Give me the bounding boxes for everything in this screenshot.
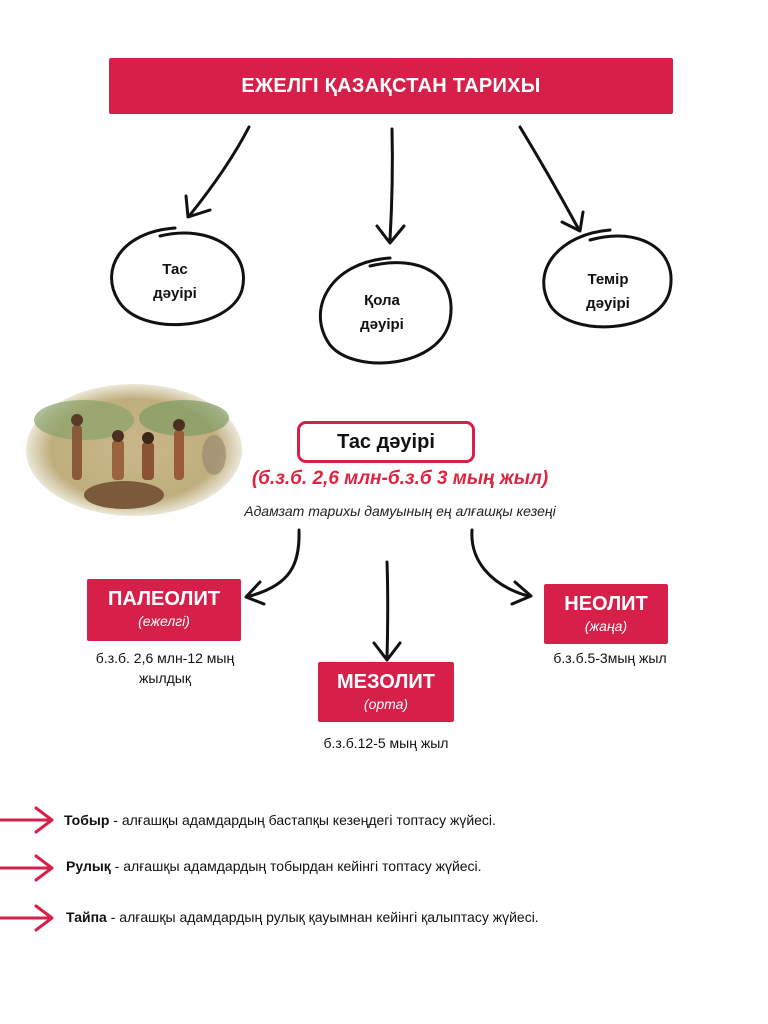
- ellipse-stone-age: [110, 226, 245, 327]
- period-neolit: НЕОЛИТ (жаңа): [544, 584, 668, 644]
- stone-age-subtitle: Адамзат тарихы дамуының ең алғашқы кезең…: [244, 503, 556, 519]
- arrow-right-icon: [0, 904, 54, 932]
- arrowhead-mezolit: [372, 641, 402, 662]
- term-row-rulyk: Рулық - алғашқы адамдардың тобырдан кейі…: [60, 851, 482, 881]
- term-row-taipa: Тайпа - алғашқы адамдардың рулық қауымна…: [60, 902, 539, 932]
- period-sub: (ежелгі): [138, 613, 190, 629]
- period-paleolit: ПАЛЕОЛИТ (ежелгі): [87, 579, 241, 641]
- arrowhead-paleolit: [244, 580, 266, 606]
- stone-age-illustration: [26, 384, 242, 516]
- term-text: Рулық - алғашқы адамдардың тобырдан кейі…: [66, 858, 482, 874]
- period-mezolit: МЕЗОЛИТ (орта): [318, 662, 454, 722]
- term-text: Тайпа - алғашқы адамдардың рулық қауымна…: [66, 909, 539, 925]
- period-name: МЕЗОЛИТ: [337, 671, 435, 693]
- stone-age-range: (б.з.б. 2,6 млн-б.з.б 3 мың жыл): [251, 468, 549, 489]
- term-name: Тайпа: [66, 909, 107, 925]
- arrow-to-paleolit: [248, 528, 301, 598]
- term-row-tobyr: Тобыр - алғашқы адамдардың бастапқы кезе…: [58, 805, 496, 835]
- term-desc: - алғашқы адамдардың тобырдан кейінгі то…: [110, 858, 482, 874]
- term-desc: - алғашқы адамдардың бастапқы кезеңдегі …: [109, 812, 496, 828]
- term-text: Тобыр - алғашқы адамдардың бастапқы кезе…: [64, 812, 496, 828]
- arrowhead-stone: [184, 194, 212, 219]
- ellipse-iron-age: [542, 228, 673, 329]
- arrow-to-bronze-age: [388, 127, 394, 242]
- period-date-neolit: б.з.б.5-3мың жыл: [553, 650, 667, 666]
- arrow-right-icon: [0, 854, 54, 882]
- period-date-mezolit: б.з.б.12-5 мың жыл: [323, 735, 449, 751]
- arrow-to-stone-age: [188, 125, 251, 217]
- arrow-right-icon: [0, 806, 54, 834]
- term-name: Тобыр: [64, 812, 110, 828]
- arrowhead-iron: [560, 210, 585, 233]
- stone-age-title-box: Тас дәуірі: [297, 421, 475, 463]
- page-title: ЕЖЕЛГІ ҚАЗАҚСТАН ТАРИХЫ: [109, 58, 673, 114]
- ellipse-bronze-age: [318, 256, 453, 365]
- arrow-to-neolit: [470, 528, 530, 598]
- period-name: ПАЛЕОЛИТ: [107, 588, 221, 610]
- term-desc: - алғашқы адамдардың рулық қауымнан кейі…: [106, 909, 539, 925]
- period-sub: (орта): [363, 696, 409, 712]
- arrow-to-iron-age: [518, 125, 580, 230]
- arrow-to-mezolit: [385, 560, 390, 660]
- period-sub: (жаңа): [584, 618, 628, 634]
- arrowhead-bronze: [375, 224, 406, 245]
- arrowhead-neolit: [510, 580, 533, 606]
- period-name: НЕОЛИТ: [564, 593, 648, 615]
- term-name: Рулық: [66, 858, 111, 874]
